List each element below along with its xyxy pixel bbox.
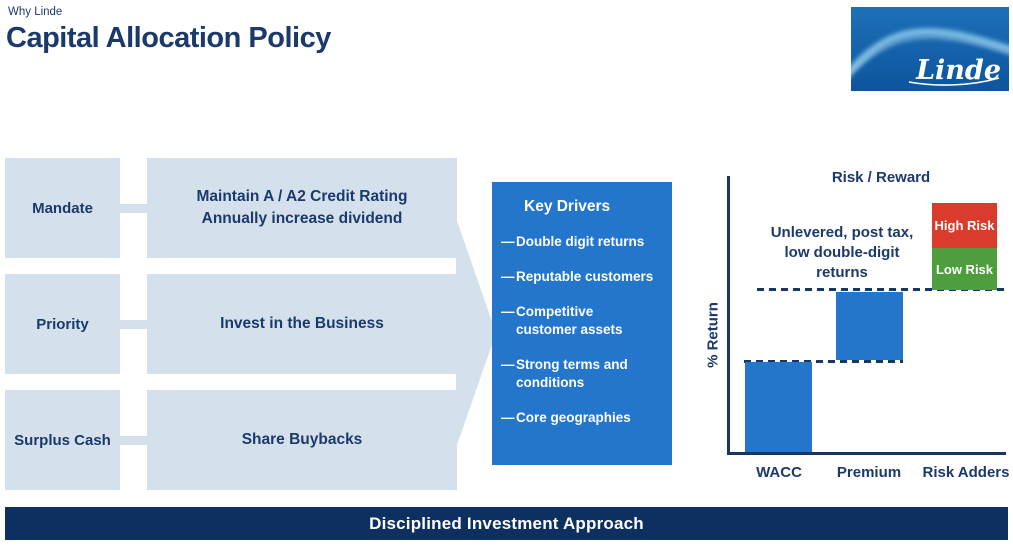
mandate-detail-line-2: Annually increase dividend [201,210,403,227]
dash-bullet-icon: — [501,357,515,372]
key-drivers-title: Key Drivers [524,198,611,215]
y-axis-label: % Return [704,302,722,368]
detail-box-mandate: Maintain A / A2 Credit Rating Annually i… [147,158,457,258]
key-driver-item: — Competitive customer assets [501,303,664,339]
chart-title: Risk / Reward [831,169,931,186]
dash-bullet-icon: — [501,410,515,425]
high-risk-box: High Risk [932,203,997,248]
key-driver-text: Reputable customers [516,269,654,284]
dash-bullet-icon: — [501,304,515,319]
key-driver-item: — Core geographies [501,409,664,427]
y-axis-line [727,176,730,455]
wacc-bar [745,362,812,452]
label-box-mandate: Mandate [5,158,120,258]
key-driver-text: Strong terms and [516,357,628,372]
slide-eyebrow: Why Linde [8,6,63,18]
x-axis-line [727,452,1006,455]
upper-dashed-level-line [757,288,1008,291]
converging-arrow-shape [456,218,496,448]
key-driver-text: customer assets [516,322,623,337]
logo-swoosh-highlight [851,35,1009,75]
detail-box-surplus-cash: Share Buybacks [147,390,457,490]
key-driver-text: Core geographies [516,410,631,425]
x-tick-label-wacc: WACC [756,464,802,481]
label-box-surplus-cash: Surplus Cash [5,390,120,490]
chart-annotation: Unlevered, post tax, low double-digit re… [742,223,942,283]
priority-detail-line-1: Invest in the Business [220,315,384,332]
key-driver-item: — Strong terms and conditions [501,356,664,392]
page-title: Capital Allocation Policy [6,22,331,54]
label-box-priority: Priority [5,274,120,374]
premium-bar [836,292,903,360]
logo-swoosh-arc [851,28,1009,76]
surplus-cash-label: Surplus Cash [14,431,111,449]
footer-banner: Disciplined Investment Approach [5,507,1008,540]
annotation-line: returns [816,264,868,281]
key-drivers-panel: Key Drivers — Double digit returns — Rep… [492,182,672,465]
footer-banner-text: Disciplined Investment Approach [369,513,644,533]
connector-priority [120,320,147,329]
logo-underline-swash [908,77,1000,86]
connector-mandate [120,204,147,213]
annotation-line: Unlevered, post tax, [770,224,914,241]
key-driver-item: — Double digit returns [501,233,664,251]
key-driver-text: Competitive [516,304,594,319]
low-risk-box: Low Risk [932,248,997,290]
x-tick-label-premium: Premium [836,464,902,481]
key-driver-text: Double digit returns [516,234,645,249]
priority-label: Priority [36,315,89,333]
linde-logo: Linde [851,7,1009,91]
annotation-line: low double-digit [784,244,900,261]
dash-bullet-icon: — [501,234,515,249]
low-risk-label: Low Risk [935,261,994,277]
key-driver-text: conditions [516,375,585,390]
connector-surplus-cash [120,436,147,445]
high-risk-label: High Risk [934,218,995,233]
surplus-cash-detail-line-1: Share Buybacks [241,431,363,448]
lower-dashed-level-line [744,360,903,363]
key-driver-item: — Reputable customers [501,268,664,286]
dash-bullet-icon: — [501,269,515,284]
detail-box-priority: Invest in the Business [147,274,457,374]
mandate-detail-line-1: Maintain A / A2 Credit Rating [196,188,408,205]
x-tick-label-risk-adders: Risk Adders [922,464,1010,481]
mandate-label: Mandate [32,199,93,217]
